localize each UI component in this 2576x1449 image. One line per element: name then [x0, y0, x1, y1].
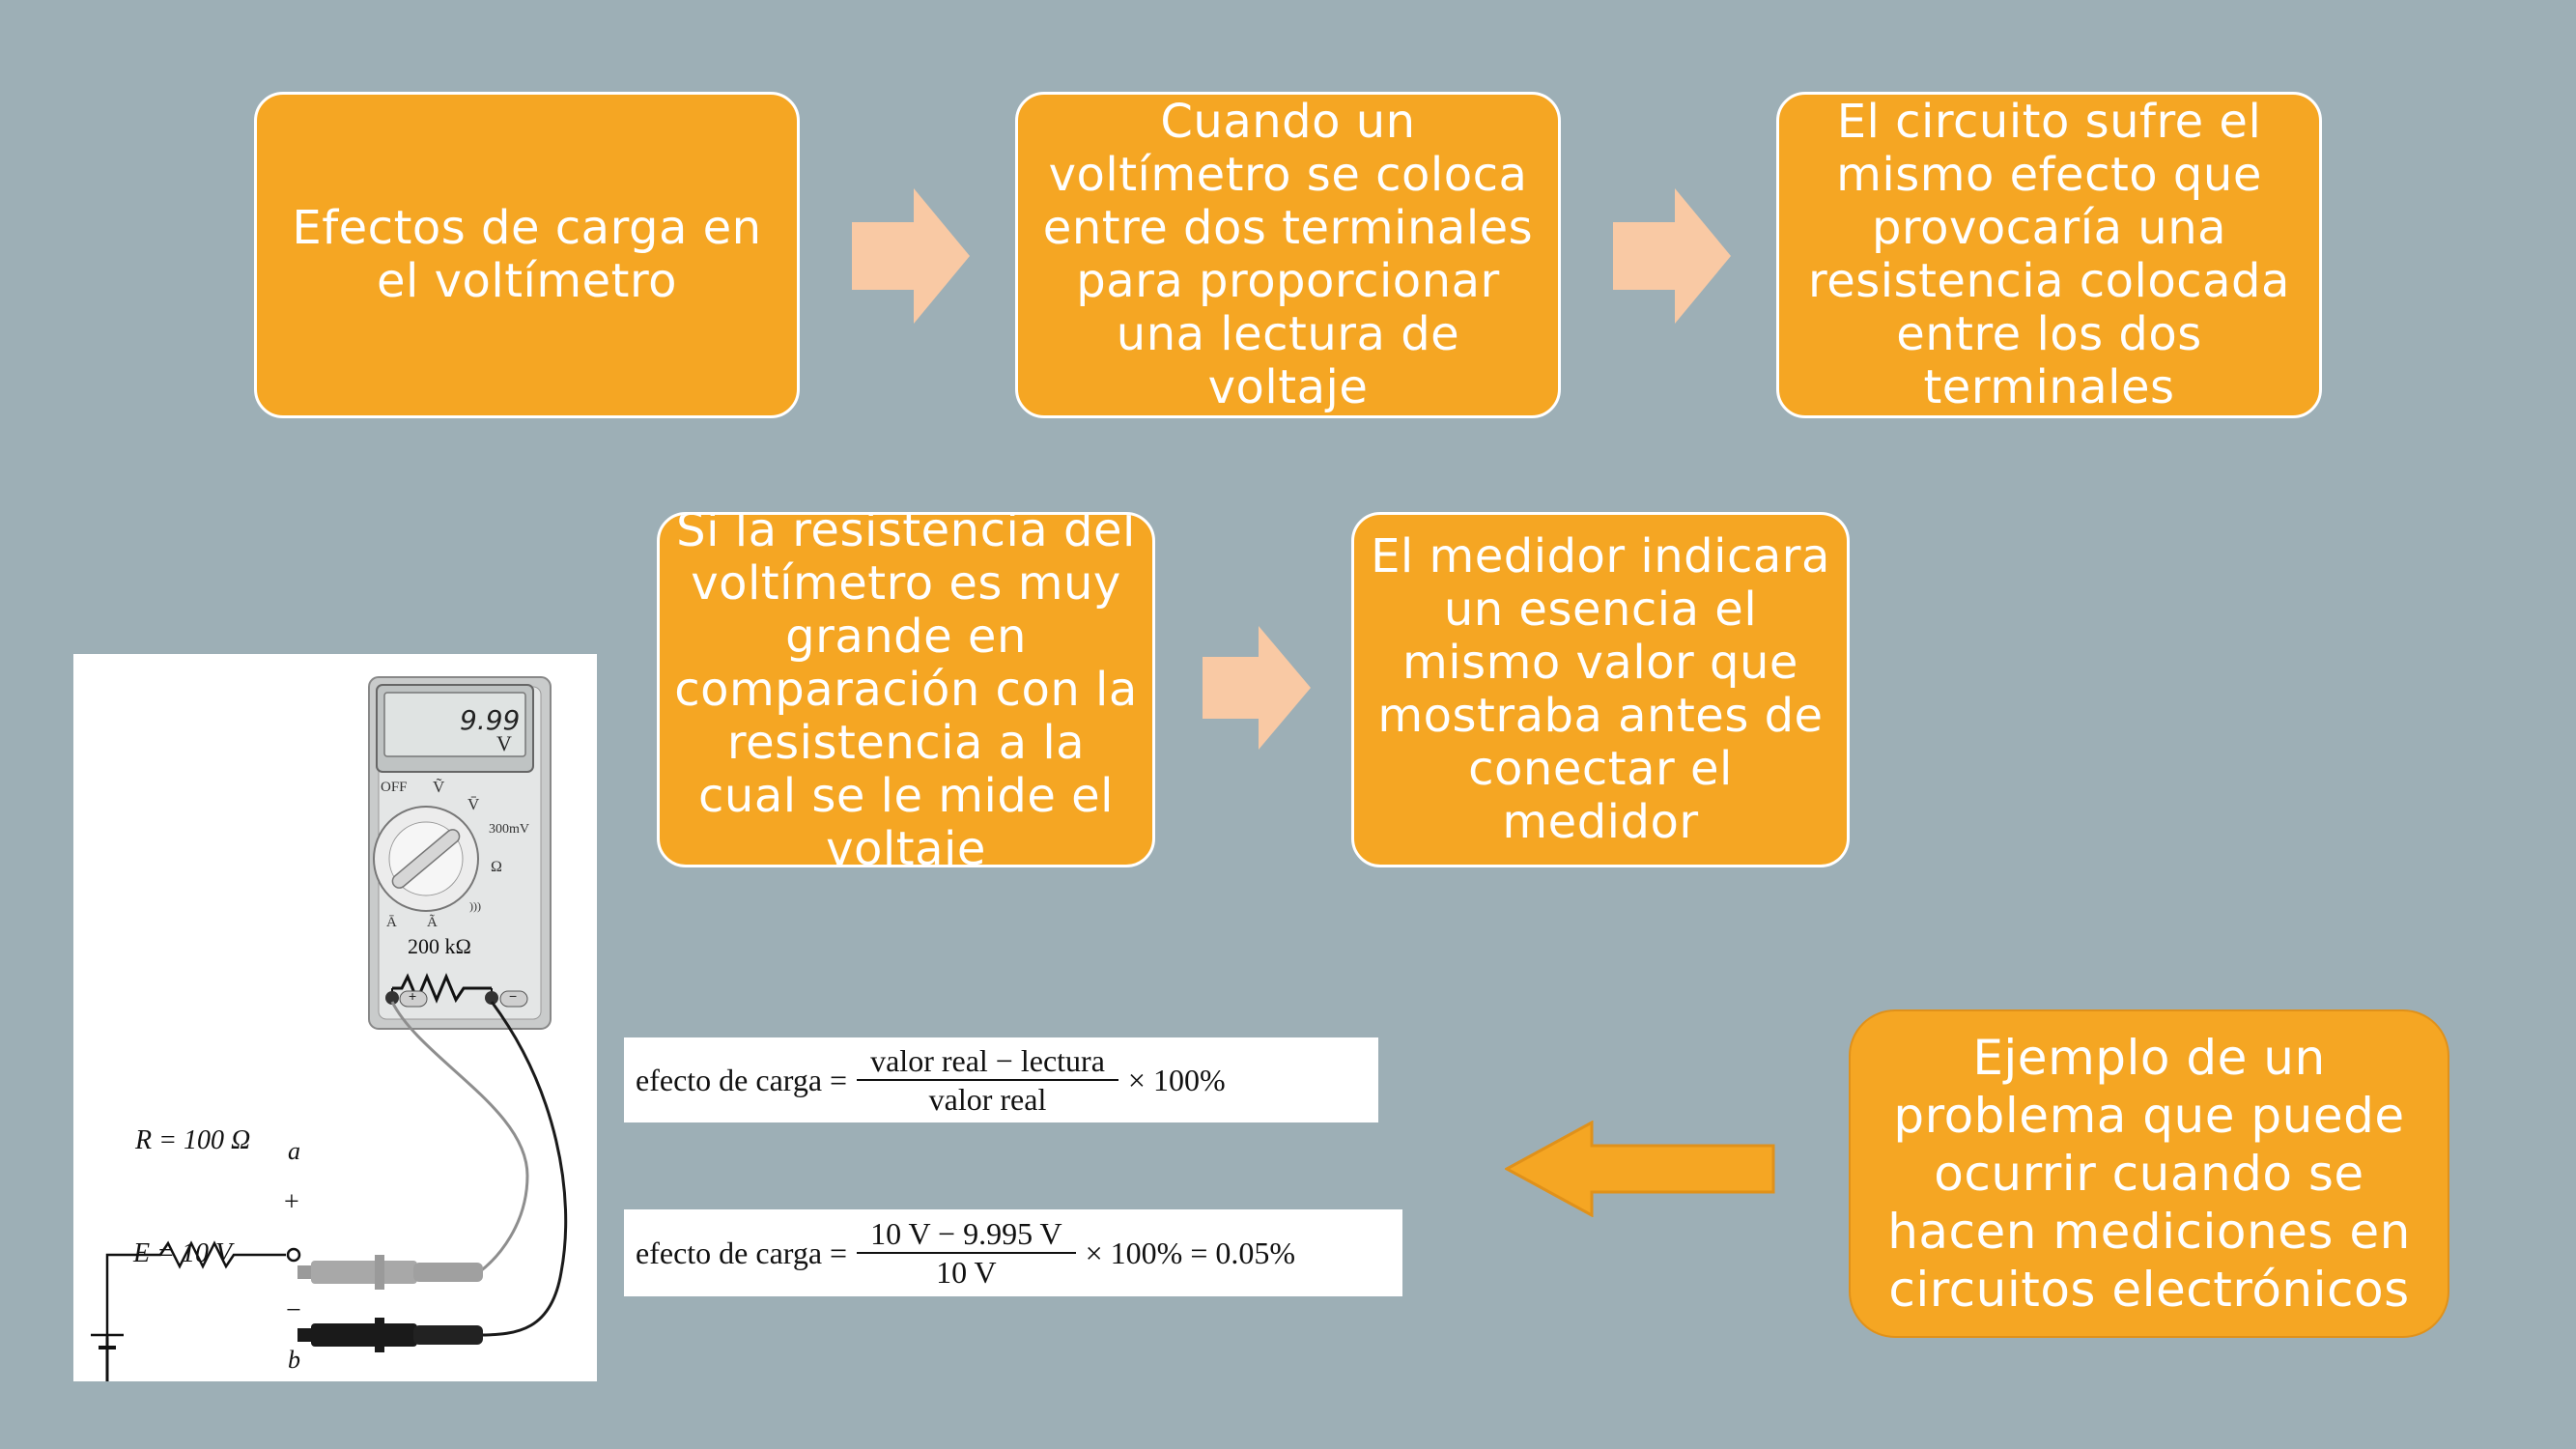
node-b-minus: − — [286, 1295, 301, 1325]
meter-internal-resistance: 200 kΩ — [408, 934, 471, 958]
resistor-label: R = 100 Ω — [135, 1125, 251, 1155]
circuit-schematic — [91, 1240, 301, 1381]
meter-mv-label: 300mV — [489, 822, 529, 837]
formula-example-fraction: 10 V − 9.995 V 10 V — [857, 1215, 1076, 1291]
formula-example-denominator: 10 V — [936, 1255, 997, 1290]
flow-box-1: Efectos de carga en el voltímetro — [254, 92, 800, 418]
meter-beep-label: ))) — [469, 899, 481, 913]
red-probe — [297, 1255, 483, 1290]
formula-example: efecto de carga = 10 V − 9.995 V 10 V × … — [624, 1209, 1402, 1296]
meter-vac-label: Ṽ — [433, 778, 445, 796]
formula-general-lhs: efecto de carga = — [636, 1062, 848, 1097]
arrow-right-icon — [852, 188, 970, 324]
source-label: E = 10 V — [133, 1238, 233, 1268]
meter-off-label: OFF — [381, 780, 408, 795]
multimeter — [368, 676, 552, 1030]
meter-display-value: 9.99 — [460, 704, 521, 736]
meter-plus-jack: + — [409, 988, 417, 1004]
flow-box-3: El circuito sufre el mismo efecto que pr… — [1776, 92, 2322, 418]
flow-box-2-text: Cuando un voltímetro se coloca entre dos… — [1042, 95, 1534, 414]
formula-example-lhs: efecto de carga = — [636, 1235, 848, 1270]
arrow-right-icon — [1613, 188, 1731, 324]
circuit-illustration: 9.99 V OFF Ṽ V̄ 300mV Ω ))) Ā Ã 200 kΩ +… — [73, 654, 597, 1381]
formula-example-rhs: × 100% = 0.05% — [1085, 1235, 1296, 1270]
black-probe — [297, 1318, 483, 1352]
flow-box-5: El medidor indicara un esencia el mismo … — [1351, 512, 1850, 867]
flow-box-5-text: El medidor indicara un esencia el mismo … — [1371, 529, 1830, 849]
formula-general: efecto de carga = valor real − lectura v… — [624, 1037, 1378, 1122]
node-a-label: a — [288, 1137, 300, 1165]
arrow-right-icon — [1203, 626, 1311, 750]
meter-aac-label: Ã — [427, 915, 438, 930]
node-b-label: b — [288, 1346, 300, 1374]
flow-box-4-text: Si la resistencia del voltímetro es muy … — [674, 512, 1138, 867]
node-a-plus: + — [284, 1187, 299, 1217]
formula-general-denominator: valor real — [928, 1082, 1047, 1117]
formula-general-rhs: × 100% — [1127, 1062, 1226, 1097]
formula-general-fraction: valor real − lectura valor real — [857, 1042, 1118, 1118]
flow-box-1-text: Efectos de carga en el voltímetro — [292, 201, 762, 308]
meter-display-unit: V — [496, 731, 512, 755]
flow-box-3-text: El circuito sufre el mismo efecto que pr… — [1808, 95, 2290, 414]
meter-adc-label: Ā — [386, 915, 397, 930]
flow-box-2: Cuando un voltímetro se coloca entre dos… — [1015, 92, 1561, 418]
formula-example-numerator: 10 V − 9.995 V — [857, 1215, 1076, 1254]
example-box-text: Ejemplo de un problema que puede ocurrir… — [1887, 1030, 2411, 1318]
meter-minus-jack: − — [509, 988, 518, 1004]
flow-box-4: Si la resistencia del voltímetro es muy … — [657, 512, 1155, 867]
meter-vdc-label: V̄ — [467, 795, 480, 813]
formula-general-numerator: valor real − lectura — [857, 1042, 1118, 1081]
arrow-left-icon — [1505, 1121, 1775, 1217]
example-box: Ejemplo de un problema que puede ocurrir… — [1849, 1009, 2449, 1338]
meter-ohm-label: Ω — [491, 859, 502, 875]
